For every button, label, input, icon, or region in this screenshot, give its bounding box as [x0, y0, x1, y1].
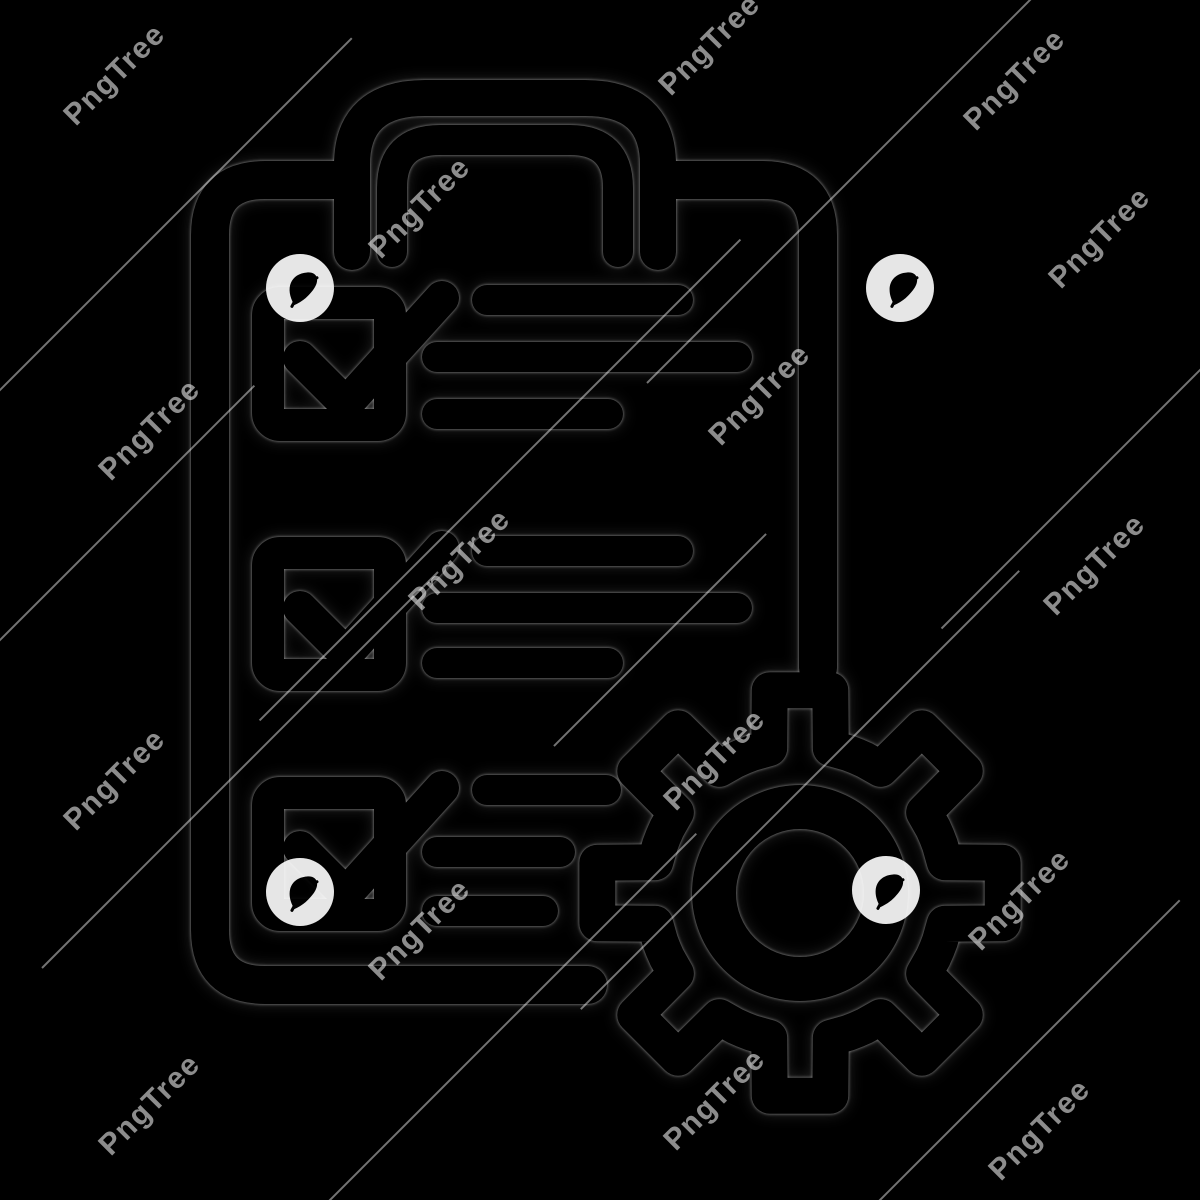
gear-icon: [579, 672, 1021, 1114]
clipboard-body: [191, 161, 837, 1004]
checkbox-row-1: [252, 281, 752, 441]
clipboard-clip: [334, 80, 676, 270]
checkbox-row-2: [252, 531, 752, 691]
gear-hub-ring: [692, 785, 908, 1001]
checkbox-row-3: [252, 771, 621, 931]
checkmark-1: [283, 281, 459, 421]
checkmark-2: [283, 531, 459, 671]
gear-teeth-outline: [579, 672, 1021, 1114]
